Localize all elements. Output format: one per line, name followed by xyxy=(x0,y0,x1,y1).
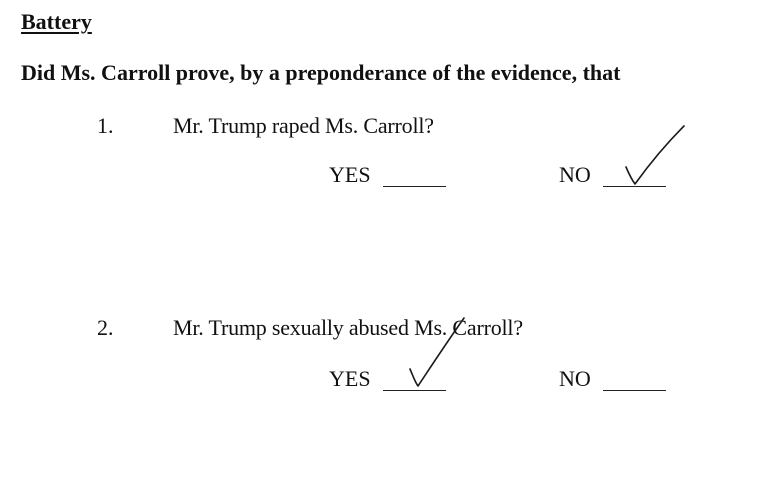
yes-label: YES xyxy=(329,366,371,391)
no-label: NO xyxy=(559,366,591,391)
yes-answer-line[interactable] xyxy=(383,390,446,391)
question-number: 1. xyxy=(97,113,114,138)
no-answer-line[interactable] xyxy=(603,390,666,391)
section-heading: Battery xyxy=(21,9,92,34)
no-label: NO xyxy=(559,162,591,187)
question-text: Mr. Trump sexually abused Ms. Carroll? xyxy=(173,315,523,340)
handwritten-checkmark-icon xyxy=(625,125,685,185)
handwritten-checkmark-icon xyxy=(409,317,465,387)
question-prompt: Did Ms. Carroll prove, by a preponderanc… xyxy=(21,60,621,85)
question-number: 2. xyxy=(97,315,114,340)
yes-label: YES xyxy=(329,162,371,187)
question-text: Mr. Trump raped Ms. Carroll? xyxy=(173,113,434,138)
no-answer-line[interactable] xyxy=(603,186,666,187)
yes-answer-line[interactable] xyxy=(383,186,446,187)
